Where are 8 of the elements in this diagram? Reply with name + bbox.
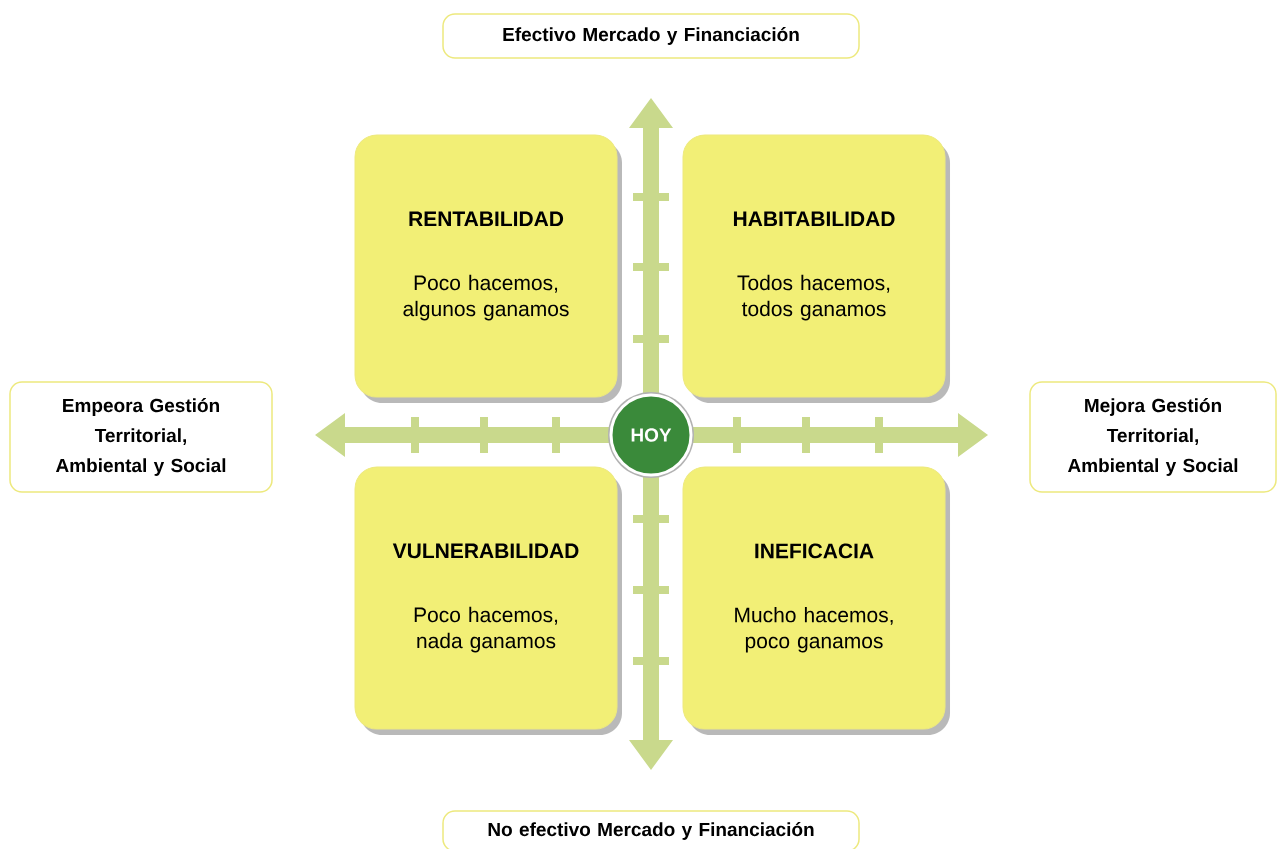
quadrant-box: RENTABILIDAD Poco hacemos, algunos ganamos (354, 134, 622, 403)
quadrant-box: HABITABILIDAD Todos hacemos, todos ganamos (682, 134, 950, 403)
label-box: Empeora Gestión Territorial, Ambiental y Social (9, 381, 273, 493)
label-box: Mejora Gestión Territorial, Ambiental y Social (1029, 381, 1277, 493)
label-box: No efectivo Mercado y Financiación (442, 810, 860, 849)
quadrant-box: VULNERABILIDAD Poco hacemos, nada ganamos (354, 466, 622, 735)
quadrant-box: INEFICACIA Mucho hacemos, poco ganamos (682, 466, 950, 735)
label-box: Efectivo Mercado y Financiación (442, 13, 860, 59)
